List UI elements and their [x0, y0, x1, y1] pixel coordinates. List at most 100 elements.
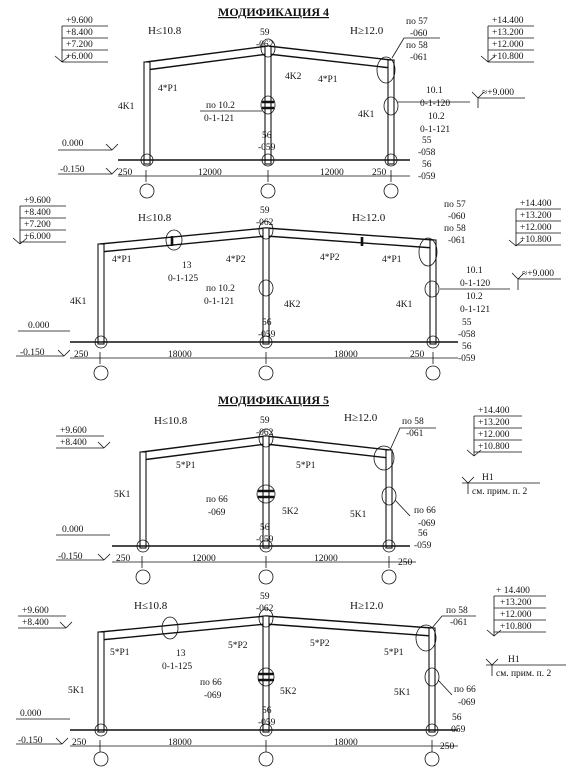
right-levels: + 14.400 +13.200 +12.000 +10.800: [486, 586, 546, 637]
svg-text:5*P2: 5*P2: [228, 641, 248, 651]
svg-text:4*P2: 4*P2: [320, 253, 340, 263]
svg-text:-069: -069: [208, 508, 226, 518]
left-column: [139, 451, 147, 549]
svg-text:по 58: по 58: [406, 41, 428, 51]
svg-text:4K1: 4K1: [396, 300, 413, 310]
svg-text:5K1: 5K1: [350, 510, 367, 520]
svg-text:250: 250: [74, 350, 89, 360]
svg-text:-061: -061: [410, 53, 428, 63]
svg-text:-0.150: -0.150: [18, 736, 43, 746]
svg-text:-059: -059: [448, 725, 466, 735]
svg-text:-0.150: -0.150: [20, 348, 45, 358]
svg-text:≈+9.000: ≈+9.000: [482, 88, 514, 98]
svg-text:+13.200: +13.200: [520, 211, 552, 221]
svg-text:+9.600: +9.600: [24, 196, 51, 206]
right-column: [429, 239, 437, 345]
svg-text:0.000: 0.000: [28, 321, 50, 331]
svg-text:59: 59: [260, 592, 270, 602]
svg-text:по 58: по 58: [446, 606, 468, 616]
svg-text:H≤10.8: H≤10.8: [138, 212, 172, 224]
svg-text:см. прим. п. 2: см. прим. п. 2: [496, 669, 551, 679]
left-levels: +9.600 +8.400: [56, 426, 111, 449]
svg-text:56: 56: [262, 131, 272, 141]
svg-text:5K1: 5K1: [114, 490, 131, 500]
svg-text:+10.800: +10.800: [500, 622, 532, 632]
svg-text:H≥12.0: H≥12.0: [352, 212, 386, 224]
svg-text:+14.400: +14.400: [520, 199, 552, 209]
left-levels: +9.600 +8.400 +7.200 +6.000: [54, 16, 108, 63]
drawing-mod4-18m: H≤10.8 H≥12.0 +9.600 +8.400 +7.200 +6.00…: [12, 196, 561, 381]
svg-text:+12.000: +12.000: [500, 610, 532, 620]
svg-text:-062: -062: [256, 604, 274, 614]
svg-text:0-1-125: 0-1-125: [162, 662, 192, 672]
height-left: H≤10.8: [148, 25, 182, 37]
svg-text:250: 250: [372, 168, 387, 178]
svg-text:56: 56: [422, 160, 432, 170]
svg-text:H1: H1: [482, 473, 494, 483]
right-levels: +14.400 +13.200 +12.000 +10.800: [508, 199, 561, 247]
svg-text:-060: -060: [410, 29, 428, 39]
svg-text:по 58: по 58: [444, 224, 466, 234]
svg-text:0-1-121: 0-1-121: [204, 297, 234, 307]
svg-text:+12.000: +12.000: [520, 223, 552, 233]
svg-text:0.000: 0.000: [20, 709, 42, 719]
svg-text:-059: -059: [258, 718, 276, 728]
svg-text:-069: -069: [458, 698, 476, 708]
svg-text:0.000: 0.000: [62, 139, 84, 149]
svg-text:-0.150: -0.150: [60, 165, 85, 175]
svg-text:4*P1: 4*P1: [112, 255, 132, 265]
right-levels: +14.400 +13.200 +12.000 +10.800: [480, 16, 534, 63]
svg-text:250: 250: [116, 554, 131, 564]
svg-text:0-1-120: 0-1-120: [460, 279, 490, 289]
svg-text:0.000: 0.000: [62, 525, 84, 535]
svg-text:56: 56: [262, 706, 272, 716]
svg-text:+13.200: +13.200: [478, 418, 510, 428]
svg-text:H≤10.8: H≤10.8: [154, 415, 188, 427]
svg-text:+8.400: +8.400: [22, 618, 49, 628]
svg-text:0-1-125: 0-1-125: [168, 274, 198, 284]
svg-text:59: 59: [260, 416, 270, 426]
center-column-label: 4K2: [285, 72, 302, 82]
svg-text:-060: -060: [448, 212, 466, 222]
right-rafter-label: 4*P1: [318, 75, 338, 85]
svg-text:+7.200: +7.200: [24, 220, 51, 230]
svg-text:по 66: по 66: [454, 685, 476, 695]
svg-text:+9.600: +9.600: [60, 426, 87, 436]
svg-text:-059: -059: [414, 541, 432, 551]
svg-text:56: 56: [452, 713, 462, 723]
svg-text:по 57: по 57: [406, 17, 428, 27]
section-title: МОДИФИКАЦИЯ 4: [218, 5, 329, 19]
svg-text:5*P1: 5*P1: [176, 461, 196, 471]
svg-text:по 10.2: по 10.2: [206, 101, 235, 111]
svg-text:5K1: 5K1: [68, 686, 85, 696]
svg-text:-061: -061: [406, 429, 424, 439]
svg-text:5*P1: 5*P1: [384, 648, 404, 658]
svg-text:-0.150: -0.150: [58, 552, 83, 562]
svg-text:12000: 12000: [192, 554, 216, 564]
svg-text:+14.400: +14.400: [478, 406, 510, 416]
svg-text:-069: -069: [418, 519, 436, 529]
svg-text:по 57: по 57: [444, 200, 466, 210]
drawing-mod5-12m: МОДИФИКАЦИЯ 5 H≤10.8 H≥12.0 +9.600 +8.40…: [56, 393, 540, 585]
svg-text:-058: -058: [458, 330, 476, 340]
svg-text:+10.800: +10.800: [520, 235, 552, 245]
svg-text:+7.200: +7.200: [66, 40, 93, 50]
svg-text:55: 55: [462, 318, 472, 328]
center-column: [262, 227, 270, 345]
svg-text:по 66: по 66: [414, 506, 436, 516]
svg-text:5*P1: 5*P1: [296, 461, 316, 471]
svg-text:55: 55: [422, 136, 432, 146]
svg-text:H≥12.0: H≥12.0: [344, 412, 378, 424]
svg-text:13: 13: [176, 649, 186, 659]
svg-text:≈+9.000: ≈+9.000: [522, 269, 554, 279]
svg-text:56: 56: [462, 342, 472, 352]
height-right: H≥12.0: [350, 25, 384, 37]
left-column: [97, 243, 105, 345]
svg-text:-059: -059: [256, 535, 274, 545]
svg-text:+9.600: +9.600: [66, 16, 93, 26]
svg-text:59: 59: [260, 28, 270, 38]
svg-text:12000: 12000: [314, 554, 338, 564]
svg-text:18000: 18000: [334, 738, 358, 748]
svg-text:см. прим. п. 2: см. прим. п. 2: [472, 487, 527, 497]
